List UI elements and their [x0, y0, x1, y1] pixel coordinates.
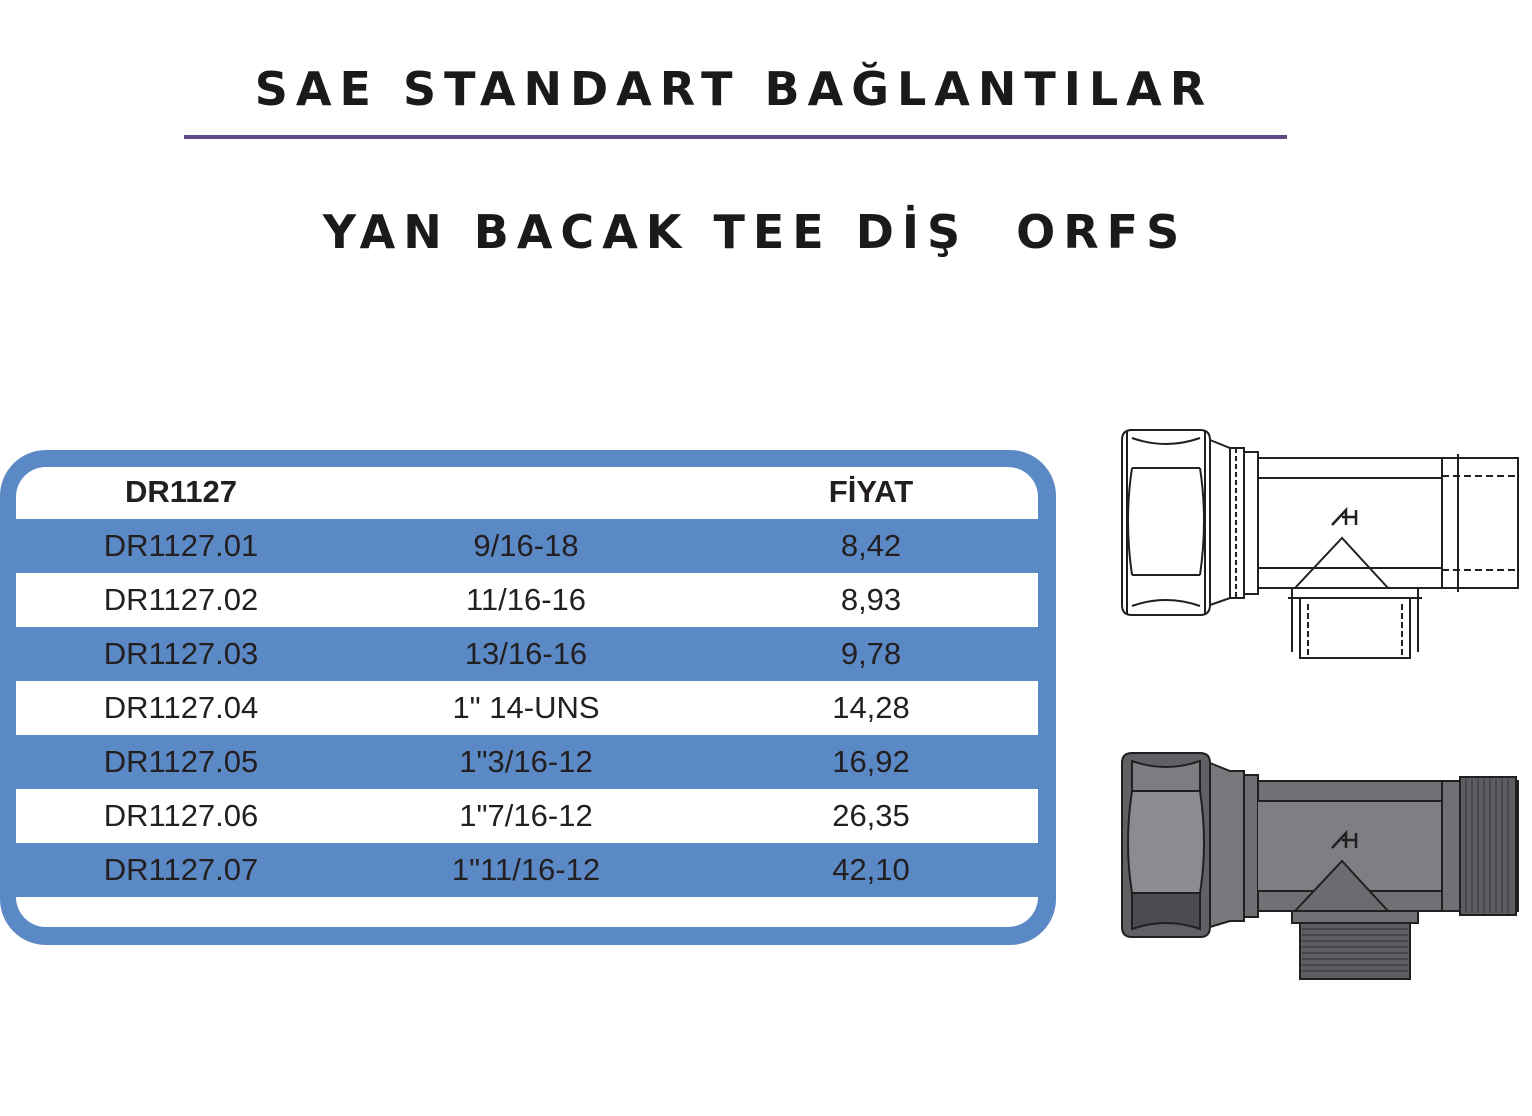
cell-price: 9,78: [840, 636, 902, 671]
cell-price: 14,28: [832, 690, 910, 725]
header-code: DR1127: [124, 474, 238, 509]
table-row: DR1127.02 11/16-16 8,93: [16, 573, 1038, 627]
cell-size: 9/16-18: [473, 528, 579, 563]
cell-code: DR1127.07: [103, 852, 259, 887]
title-divider: [184, 135, 1287, 139]
table-row: DR1127.04 1" 14-UNS 14,28: [16, 681, 1038, 735]
cell-price: 8,93: [840, 582, 902, 617]
cell-code: DR1127.01: [103, 528, 259, 563]
cell-price: 42,10: [832, 852, 910, 887]
product-subtitle: YAN BACAK TEE DİŞ ORFS: [322, 205, 1188, 259]
table-row: DR1127.03 13/16-16 9,78: [16, 627, 1038, 681]
cell-code: DR1127.04: [103, 690, 259, 725]
table-header-row: DR1127 FİYAT: [16, 467, 1038, 521]
cell-size: 1" 14-UNS: [452, 690, 600, 725]
tee-fitting-shaded-drawing: [1121, 752, 1519, 980]
cell-code: DR1127.06: [103, 798, 259, 833]
price-table: DR1127 FİYAT DR1127.01 9/16-18 8,42 DR11…: [0, 450, 1056, 945]
page-title: SAE STANDART BAĞLANTILAR: [254, 62, 1214, 116]
cell-code: DR1127.03: [103, 636, 259, 671]
price-table-body: DR1127 FİYAT DR1127.01 9/16-18 8,42 DR11…: [16, 467, 1038, 927]
header-price: FİYAT: [828, 474, 914, 509]
cell-code: DR1127.02: [103, 582, 259, 617]
cell-price: 16,92: [832, 744, 910, 779]
cell-size: 1"3/16-12: [459, 744, 593, 779]
table-row: DR1127.06 1"7/16-12 26,35: [16, 789, 1038, 843]
cell-price: 8,42: [840, 528, 902, 563]
cell-size: 1"7/16-12: [459, 798, 593, 833]
cell-size: 13/16-16: [464, 636, 588, 671]
tee-fitting-line-drawing: [1121, 429, 1519, 659]
table-row: DR1127.05 1"3/16-12 16,92: [16, 735, 1038, 789]
cell-size: 11/16-16: [465, 582, 587, 617]
cell-price: 26,35: [832, 798, 910, 833]
table-row: DR1127.01 9/16-18 8,42: [16, 519, 1038, 573]
cell-size: 1"11/16-12: [451, 852, 601, 887]
table-row: DR1127.07 1"11/16-12 42,10: [16, 843, 1038, 897]
cell-code: DR1127.05: [103, 744, 259, 779]
